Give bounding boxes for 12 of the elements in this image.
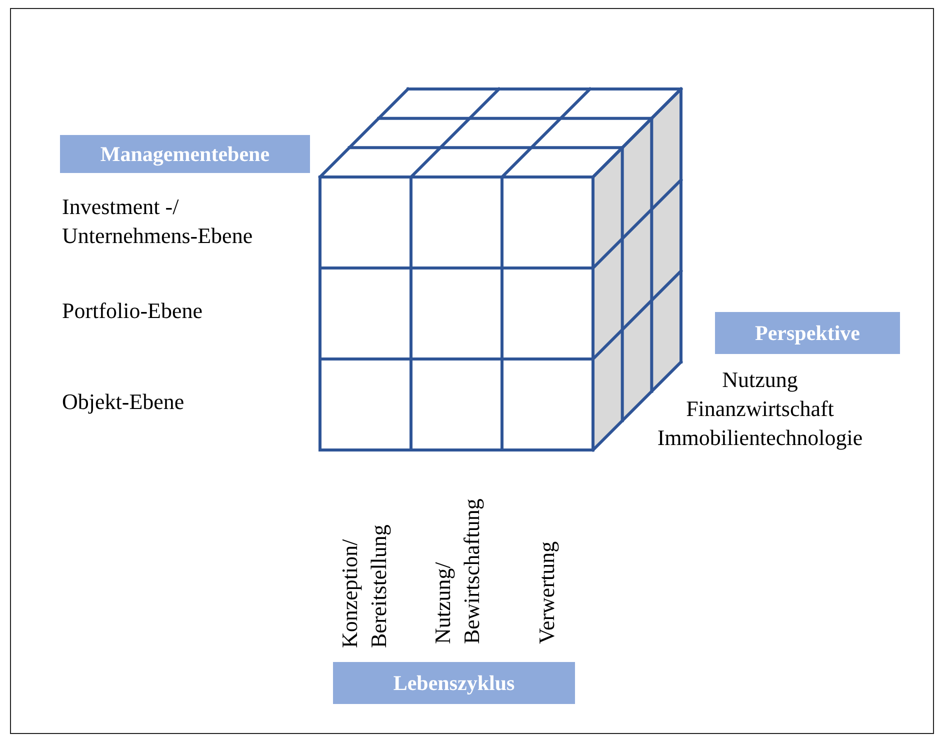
perspective-label: Nutzung bbox=[721, 366, 799, 394]
level-label: Objekt-Ebene bbox=[62, 388, 186, 416]
perspective-label: Finanzwirtschaft bbox=[685, 395, 835, 423]
phase-label: Nutzung/ Bewirtschaftung bbox=[429, 498, 485, 644]
heading-bar: Managementebene bbox=[60, 135, 310, 173]
phase-label: Verwertung bbox=[533, 540, 560, 644]
heading-bar: Lebenszyklus bbox=[333, 662, 575, 704]
level-label: Portfolio-Ebene bbox=[62, 297, 204, 325]
phase-label: Konzeption/ Bereitstellung bbox=[336, 524, 392, 648]
perspective-label: Immobilientechnologie bbox=[656, 424, 864, 452]
level-label: Investment -/ Unternehmens-Ebene bbox=[62, 193, 254, 250]
heading-bar: Perspektive bbox=[715, 312, 900, 354]
